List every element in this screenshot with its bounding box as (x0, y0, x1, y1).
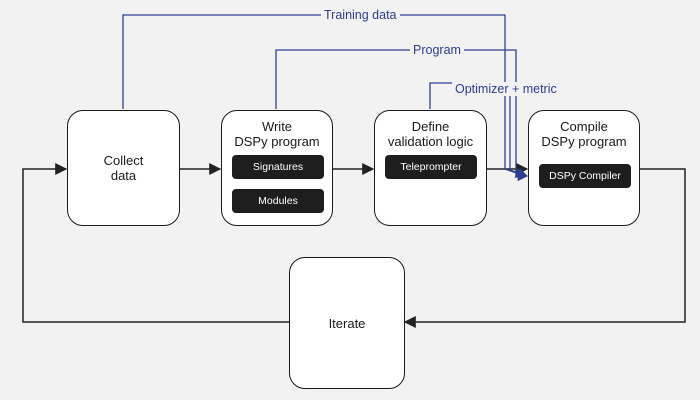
write-program-box: Write DSPy program Signatures Modules (221, 110, 333, 226)
collect-data-box: Collect data (67, 110, 180, 226)
define-validation-title-line2: validation logic (387, 134, 474, 149)
write-program-title-line2: DSPy program (234, 134, 320, 149)
program-label: Program (410, 43, 464, 57)
modules-chip: Modules (232, 189, 324, 213)
define-validation-box: Define validation logic Teleprompter (374, 110, 487, 226)
arrow-compile-to-iterate (403, 168, 686, 328)
iterate-box: Iterate (289, 257, 405, 389)
write-program-title-line1: Write (261, 119, 293, 134)
signatures-chip: Signatures (232, 155, 324, 179)
define-validation-title-line1: Define (411, 119, 450, 134)
arrow-iterate-to-collect (22, 163, 289, 323)
collect-data-title-line1: Collect (103, 153, 144, 168)
iterate-title: Iterate (328, 315, 366, 331)
compile-program-box: Compile DSPy program DSPy Compiler (528, 110, 640, 226)
training-data-line (122, 14, 526, 178)
optimizer-metric-label: Optimizer + metric (452, 82, 560, 96)
training-data-label: Training data (321, 8, 400, 22)
compile-program-title-line1: Compile (560, 119, 608, 134)
dspy-compiler-chip: DSPy Compiler (539, 164, 631, 188)
teleprompter-chip: Teleprompter (385, 155, 477, 179)
compile-program-title-line2: DSPy program (541, 134, 627, 149)
collect-data-title-line2: data (110, 168, 137, 183)
